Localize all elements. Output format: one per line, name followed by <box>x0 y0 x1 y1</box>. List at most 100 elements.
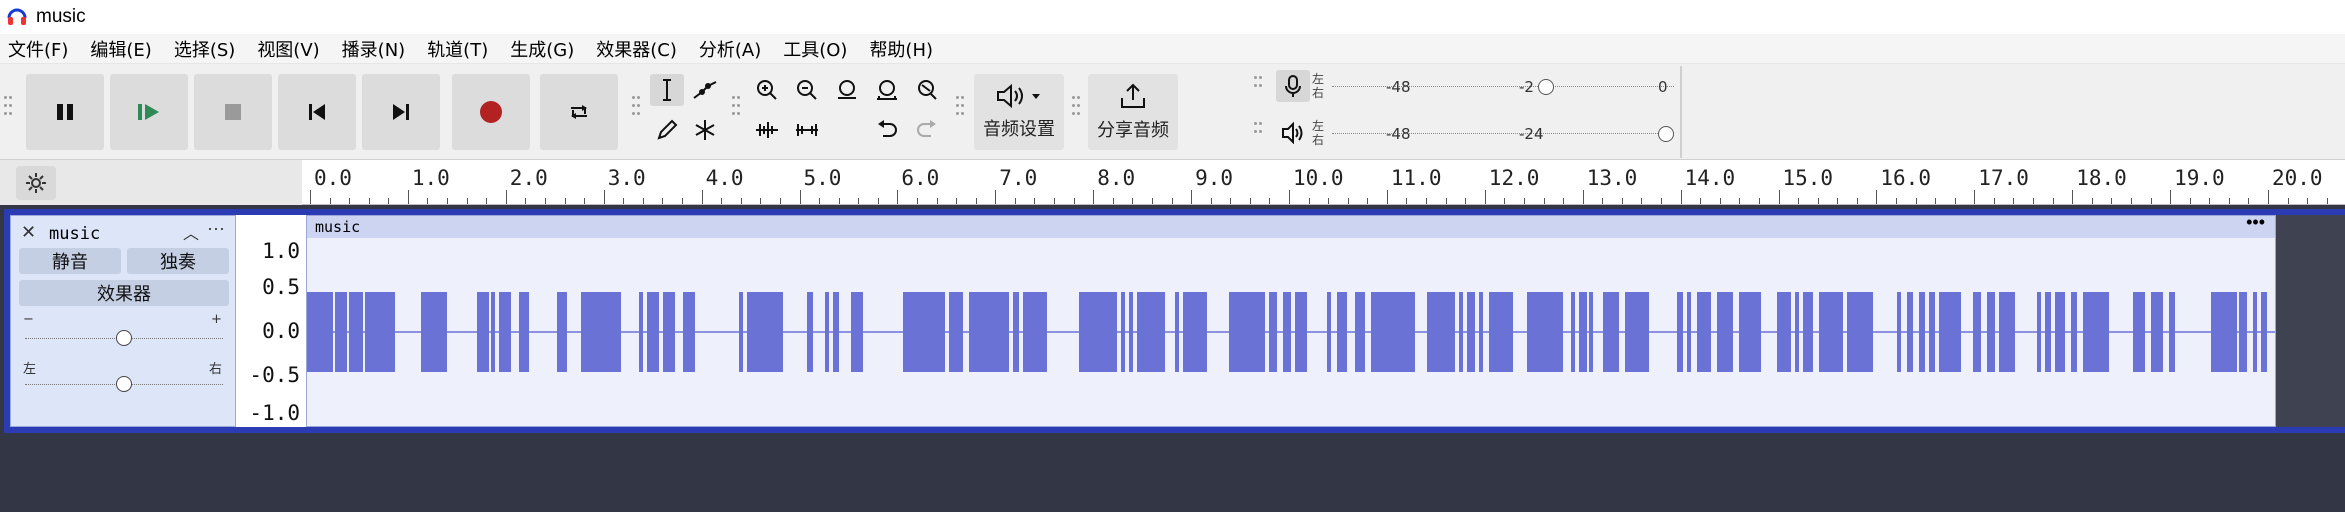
playback-meter-button[interactable] <box>1276 117 1310 149</box>
meter-mark: 0 <box>1658 78 1668 96</box>
silence-audio-button[interactable] <box>790 114 824 146</box>
gain-plus-label: + <box>211 312 222 327</box>
ruler-tick <box>388 198 390 204</box>
mute-button[interactable]: 静音 <box>19 248 121 274</box>
gain-slider[interactable] <box>116 330 132 346</box>
audio-clip[interactable]: music ••• <box>306 212 2276 427</box>
collapse-track-icon[interactable]: ︿ <box>183 226 200 243</box>
playback-level-slider[interactable] <box>1658 126 1674 142</box>
track-area[interactable]: ✕ music ︿ ··· 静音 独奏 效果器 − + 左 右 1.0 0.5 … <box>0 205 2345 512</box>
ruler-tick <box>897 190 899 204</box>
menu-tracks[interactable]: 轨道(T) <box>427 39 489 61</box>
menu-tools[interactable]: 工具(O) <box>783 39 848 61</box>
waveform-burst <box>477 292 489 372</box>
fit-selection-button[interactable] <box>830 74 864 106</box>
waveform-burst <box>807 292 813 372</box>
record-button[interactable] <box>452 74 530 150</box>
waveform-burst <box>1589 292 1593 372</box>
toolbar-grip[interactable] <box>732 92 742 132</box>
waveform-burst <box>1467 292 1475 372</box>
menu-transport[interactable]: 播录(N) <box>341 39 406 61</box>
undo-button[interactable] <box>870 114 904 146</box>
record-meter-button[interactable] <box>1276 70 1310 102</box>
waveform-burst <box>2151 292 2163 372</box>
skip-to-start-button[interactable] <box>278 74 356 150</box>
ruler-tick <box>2189 198 2191 204</box>
pan-slider[interactable] <box>116 376 132 392</box>
menu-file[interactable]: 文件(F) <box>8 39 69 61</box>
scale-label: -1.0 <box>249 401 300 425</box>
pause-button[interactable] <box>26 74 104 150</box>
record-level-slider[interactable] <box>1538 79 1554 95</box>
clip-title[interactable]: music <box>315 218 361 236</box>
toolbar-grip[interactable] <box>4 92 14 132</box>
ruler-tick <box>1621 198 1623 204</box>
ruler-tick-label: 7.0 <box>999 166 1038 190</box>
solo-button[interactable]: 独奏 <box>127 248 229 274</box>
effects-button[interactable]: 效果器 <box>19 280 229 306</box>
stop-button[interactable] <box>194 74 272 150</box>
menu-select[interactable]: 选择(S) <box>173 39 236 61</box>
close-track-icon[interactable]: ✕ <box>21 222 37 242</box>
vertical-scale[interactable]: 1.0 0.5 0.0 -0.5 -1.0 <box>236 215 306 427</box>
ruler-tick <box>1465 198 1467 204</box>
zoom-in-button[interactable] <box>750 74 784 106</box>
ruler-tick <box>427 198 429 204</box>
fit-project-button[interactable] <box>870 74 904 106</box>
loop-button[interactable] <box>540 74 618 150</box>
audio-setup-button[interactable]: 音频设置 <box>974 74 1064 150</box>
record-meter-channel-labels: 左右 <box>1312 72 1324 100</box>
share-audio-button[interactable]: 分享音频 <box>1088 74 1178 150</box>
skip-to-end-button[interactable] <box>362 74 440 150</box>
play-button[interactable] <box>110 74 188 150</box>
ruler-tick <box>1230 198 1232 204</box>
toolbar-grip[interactable] <box>1254 118 1264 146</box>
trim-audio-button[interactable] <box>750 114 784 146</box>
toolbar-grip[interactable] <box>1072 92 1082 132</box>
envelope-tool-button[interactable] <box>688 74 722 106</box>
playback-meter[interactable]: 左右 -48 -24 <box>1276 117 1674 151</box>
menu-analyze[interactable]: 分析(A) <box>698 39 762 61</box>
ruler-tick-label: 14.0 <box>1684 166 1736 190</box>
toolbar-grip[interactable] <box>956 92 966 132</box>
audio-track[interactable]: ✕ music ︿ ··· 静音 独奏 效果器 − + 左 右 1.0 0.5 … <box>4 209 2345 433</box>
toolbar-grip[interactable] <box>632 92 642 132</box>
zoom-out-button[interactable] <box>790 74 824 106</box>
ruler-tick <box>1093 190 1095 204</box>
selection-tool-button[interactable] <box>650 74 684 106</box>
zoom-toggle-button[interactable] <box>910 74 944 106</box>
draw-tool-button[interactable] <box>650 114 684 146</box>
waveform-burst <box>1717 292 1733 372</box>
waveform-burst <box>1677 292 1683 372</box>
track-control-panel[interactable]: ✕ music ︿ ··· 静音 独奏 效果器 − + 左 右 <box>10 215 236 427</box>
ruler-tick <box>466 198 468 204</box>
record-meter[interactable]: 左右 -48 -2 0 <box>1276 70 1674 104</box>
ruler-tick <box>1347 198 1349 204</box>
ruler-tick <box>1151 198 1153 204</box>
clip-menu-icon[interactable]: ••• <box>2246 212 2265 232</box>
track-name[interactable]: music <box>49 224 101 244</box>
clip-header[interactable]: music ••• <box>307 212 2275 238</box>
menu-bar: 文件(F) 编辑(E) 选择(S) 视图(V) 播录(N) 轨道(T) 生成(G… <box>0 34 2345 64</box>
skip-to-end-icon <box>393 104 409 120</box>
zoom-fit-selection-icon <box>838 80 856 99</box>
ruler-tick-label: 12.0 <box>1488 166 1540 190</box>
track-menu-icon[interactable]: ··· <box>207 218 225 238</box>
waveform[interactable] <box>307 238 2275 426</box>
waveform-burst <box>1819 292 1843 372</box>
waveform-burst <box>1803 292 1813 372</box>
ruler-tick <box>1289 190 1290 204</box>
menu-help[interactable]: 帮助(H) <box>869 39 934 61</box>
timeline-settings-button[interactable] <box>16 166 56 200</box>
menu-generate[interactable]: 生成(G) <box>510 39 575 61</box>
waveform-burst <box>1999 292 2015 372</box>
toolbar-grip[interactable] <box>1254 72 1264 100</box>
multi-tool-button[interactable] <box>688 114 722 146</box>
ruler-tick <box>1895 198 1897 204</box>
menu-edit[interactable]: 编辑(E) <box>90 39 152 61</box>
ruler-tick <box>623 198 625 204</box>
menu-view[interactable]: 视图(V) <box>257 39 320 61</box>
menu-effect[interactable]: 效果器(C) <box>596 39 677 61</box>
redo-button[interactable] <box>910 114 944 146</box>
